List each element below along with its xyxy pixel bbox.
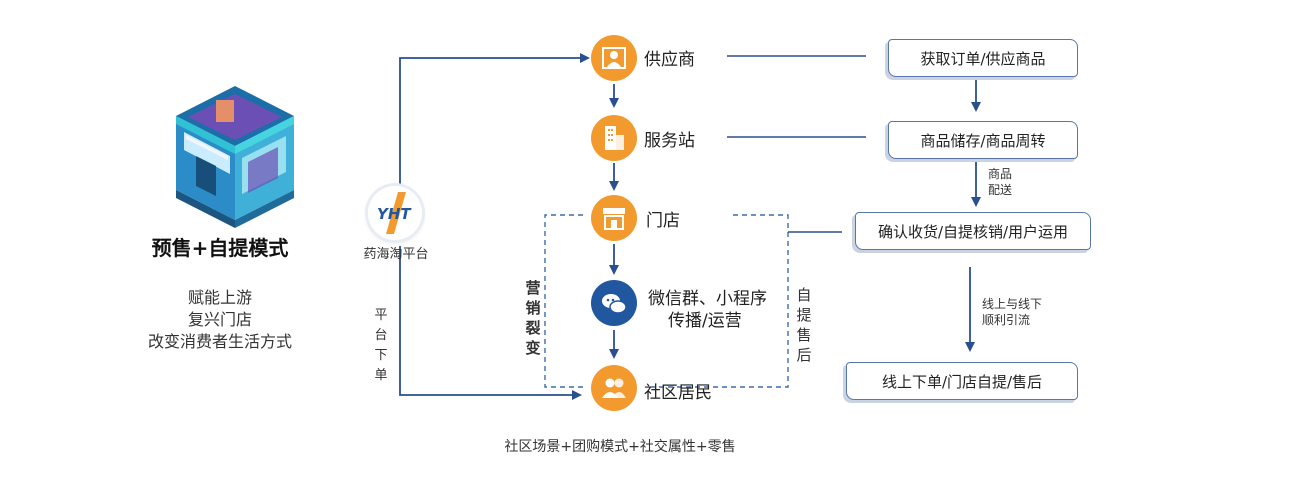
- model-line-1: 赋能上游: [187, 288, 252, 307]
- flow-box-receipt: 确认收货/自提核销/用户运用: [855, 212, 1091, 250]
- store-illustration: [176, 86, 294, 228]
- dashed-loop: [544, 214, 789, 388]
- residents-label: 社区居民: [644, 383, 712, 403]
- service-station-label: 服务站: [644, 131, 695, 151]
- store-icon: [603, 208, 625, 230]
- flow-box-online-order: 线上下单/门店自提/售后: [846, 362, 1078, 400]
- yht-logo-icon: YHT: [377, 192, 412, 234]
- model-line-3: 改变消费者生活方式: [147, 332, 292, 351]
- wechat-label: 微信群、小程序: [648, 289, 767, 309]
- store-node: [591, 195, 637, 241]
- flow-box-storage: 商品储存/商品周转: [888, 121, 1078, 159]
- platform-order-label: 平 台 下 单: [374, 308, 388, 383]
- supplier-label: 供应商: [644, 50, 695, 70]
- model-line-2: 复兴门店: [187, 310, 252, 329]
- platform-to-residents-line: [399, 246, 582, 400]
- guide-note: 线上与线下 顺利引流: [982, 297, 1043, 327]
- footer-caption: 社区场景+团购模式+社交属性+零售: [504, 439, 736, 455]
- store-label: 门店: [646, 211, 680, 231]
- flow-links: [727, 55, 866, 233]
- platform-to-supplier-line: [399, 53, 590, 184]
- model-title: 预售+自提模式: [151, 236, 289, 260]
- building-icon: [605, 126, 624, 150]
- people-icon: [602, 378, 626, 398]
- pickup-aftersale-label: 自 提 售 后: [796, 286, 812, 364]
- flow-box-order: 获取订单/供应商品: [888, 39, 1078, 77]
- delivery-note: 商品 配送: [988, 167, 1013, 197]
- wechat-icon: [602, 294, 627, 314]
- platform-logo: YHT: [368, 186, 422, 240]
- residents-node: [591, 365, 637, 411]
- svg-text:YHT: YHT: [377, 205, 412, 223]
- marketing-fission-label: 营 销 裂 变: [525, 279, 541, 357]
- wechat-label-2: 传播/运营: [668, 311, 742, 331]
- service-station-node: [591, 115, 637, 161]
- wechat-node: [591, 280, 637, 326]
- platform-name: 药海淘平台: [363, 247, 429, 262]
- supplier-icon: [602, 47, 626, 69]
- flow-arrows: [965, 78, 981, 352]
- supplier-node: [591, 35, 637, 81]
